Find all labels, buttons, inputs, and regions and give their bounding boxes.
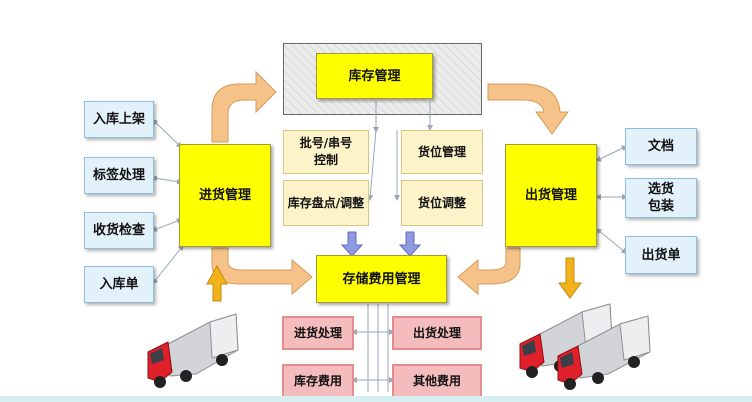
outbound-management-box: 出货管理 bbox=[505, 144, 597, 247]
inbound-management-box: 进货管理 bbox=[179, 144, 271, 247]
outbound-connectors bbox=[595, 145, 628, 254]
inbound-connectors bbox=[151, 118, 184, 285]
curved-flow-arrow-icon bbox=[211, 70, 569, 296]
up-arrow-icon bbox=[206, 264, 228, 302]
outbound-step-pick-pack: 选货 包装 bbox=[625, 178, 697, 218]
stock-count-adjust-box: 库存盘点/调整 bbox=[283, 180, 369, 226]
fee-inventory-cost: 库存费用 bbox=[282, 364, 354, 398]
inbound-step-receiving-check: 收货检查 bbox=[84, 212, 154, 249]
fee-other-cost: 其他费用 bbox=[392, 364, 482, 398]
down-arrow-icon bbox=[340, 231, 422, 257]
truck-icon bbox=[147, 313, 239, 388]
inbound-step-receipt: 入库单 bbox=[84, 266, 154, 303]
fee-connectors bbox=[351, 304, 395, 392]
bottom-strip bbox=[0, 396, 752, 402]
batch-serial-control-box: 批号/串号 控制 bbox=[283, 130, 369, 174]
inbound-step-shelving: 入库上架 bbox=[84, 101, 154, 138]
outbound-step-shipping-order: 出货单 bbox=[625, 236, 697, 274]
location-adjust-box: 货位调整 bbox=[401, 180, 483, 226]
inventory-management-box: 库存管理 bbox=[316, 53, 433, 99]
truck-icon bbox=[557, 315, 651, 390]
storage-fee-management-box: 存储费用管理 bbox=[316, 255, 447, 303]
inventory-connectors bbox=[367, 101, 433, 201]
down-arrow-icon bbox=[558, 257, 582, 299]
fee-inbound-processing: 进货处理 bbox=[282, 316, 354, 350]
fee-outbound-processing: 出货处理 bbox=[392, 316, 482, 350]
outbound-step-documents: 文档 bbox=[625, 128, 697, 165]
inbound-step-labeling: 标签处理 bbox=[84, 157, 154, 194]
location-management-box: 货位管理 bbox=[401, 130, 483, 174]
